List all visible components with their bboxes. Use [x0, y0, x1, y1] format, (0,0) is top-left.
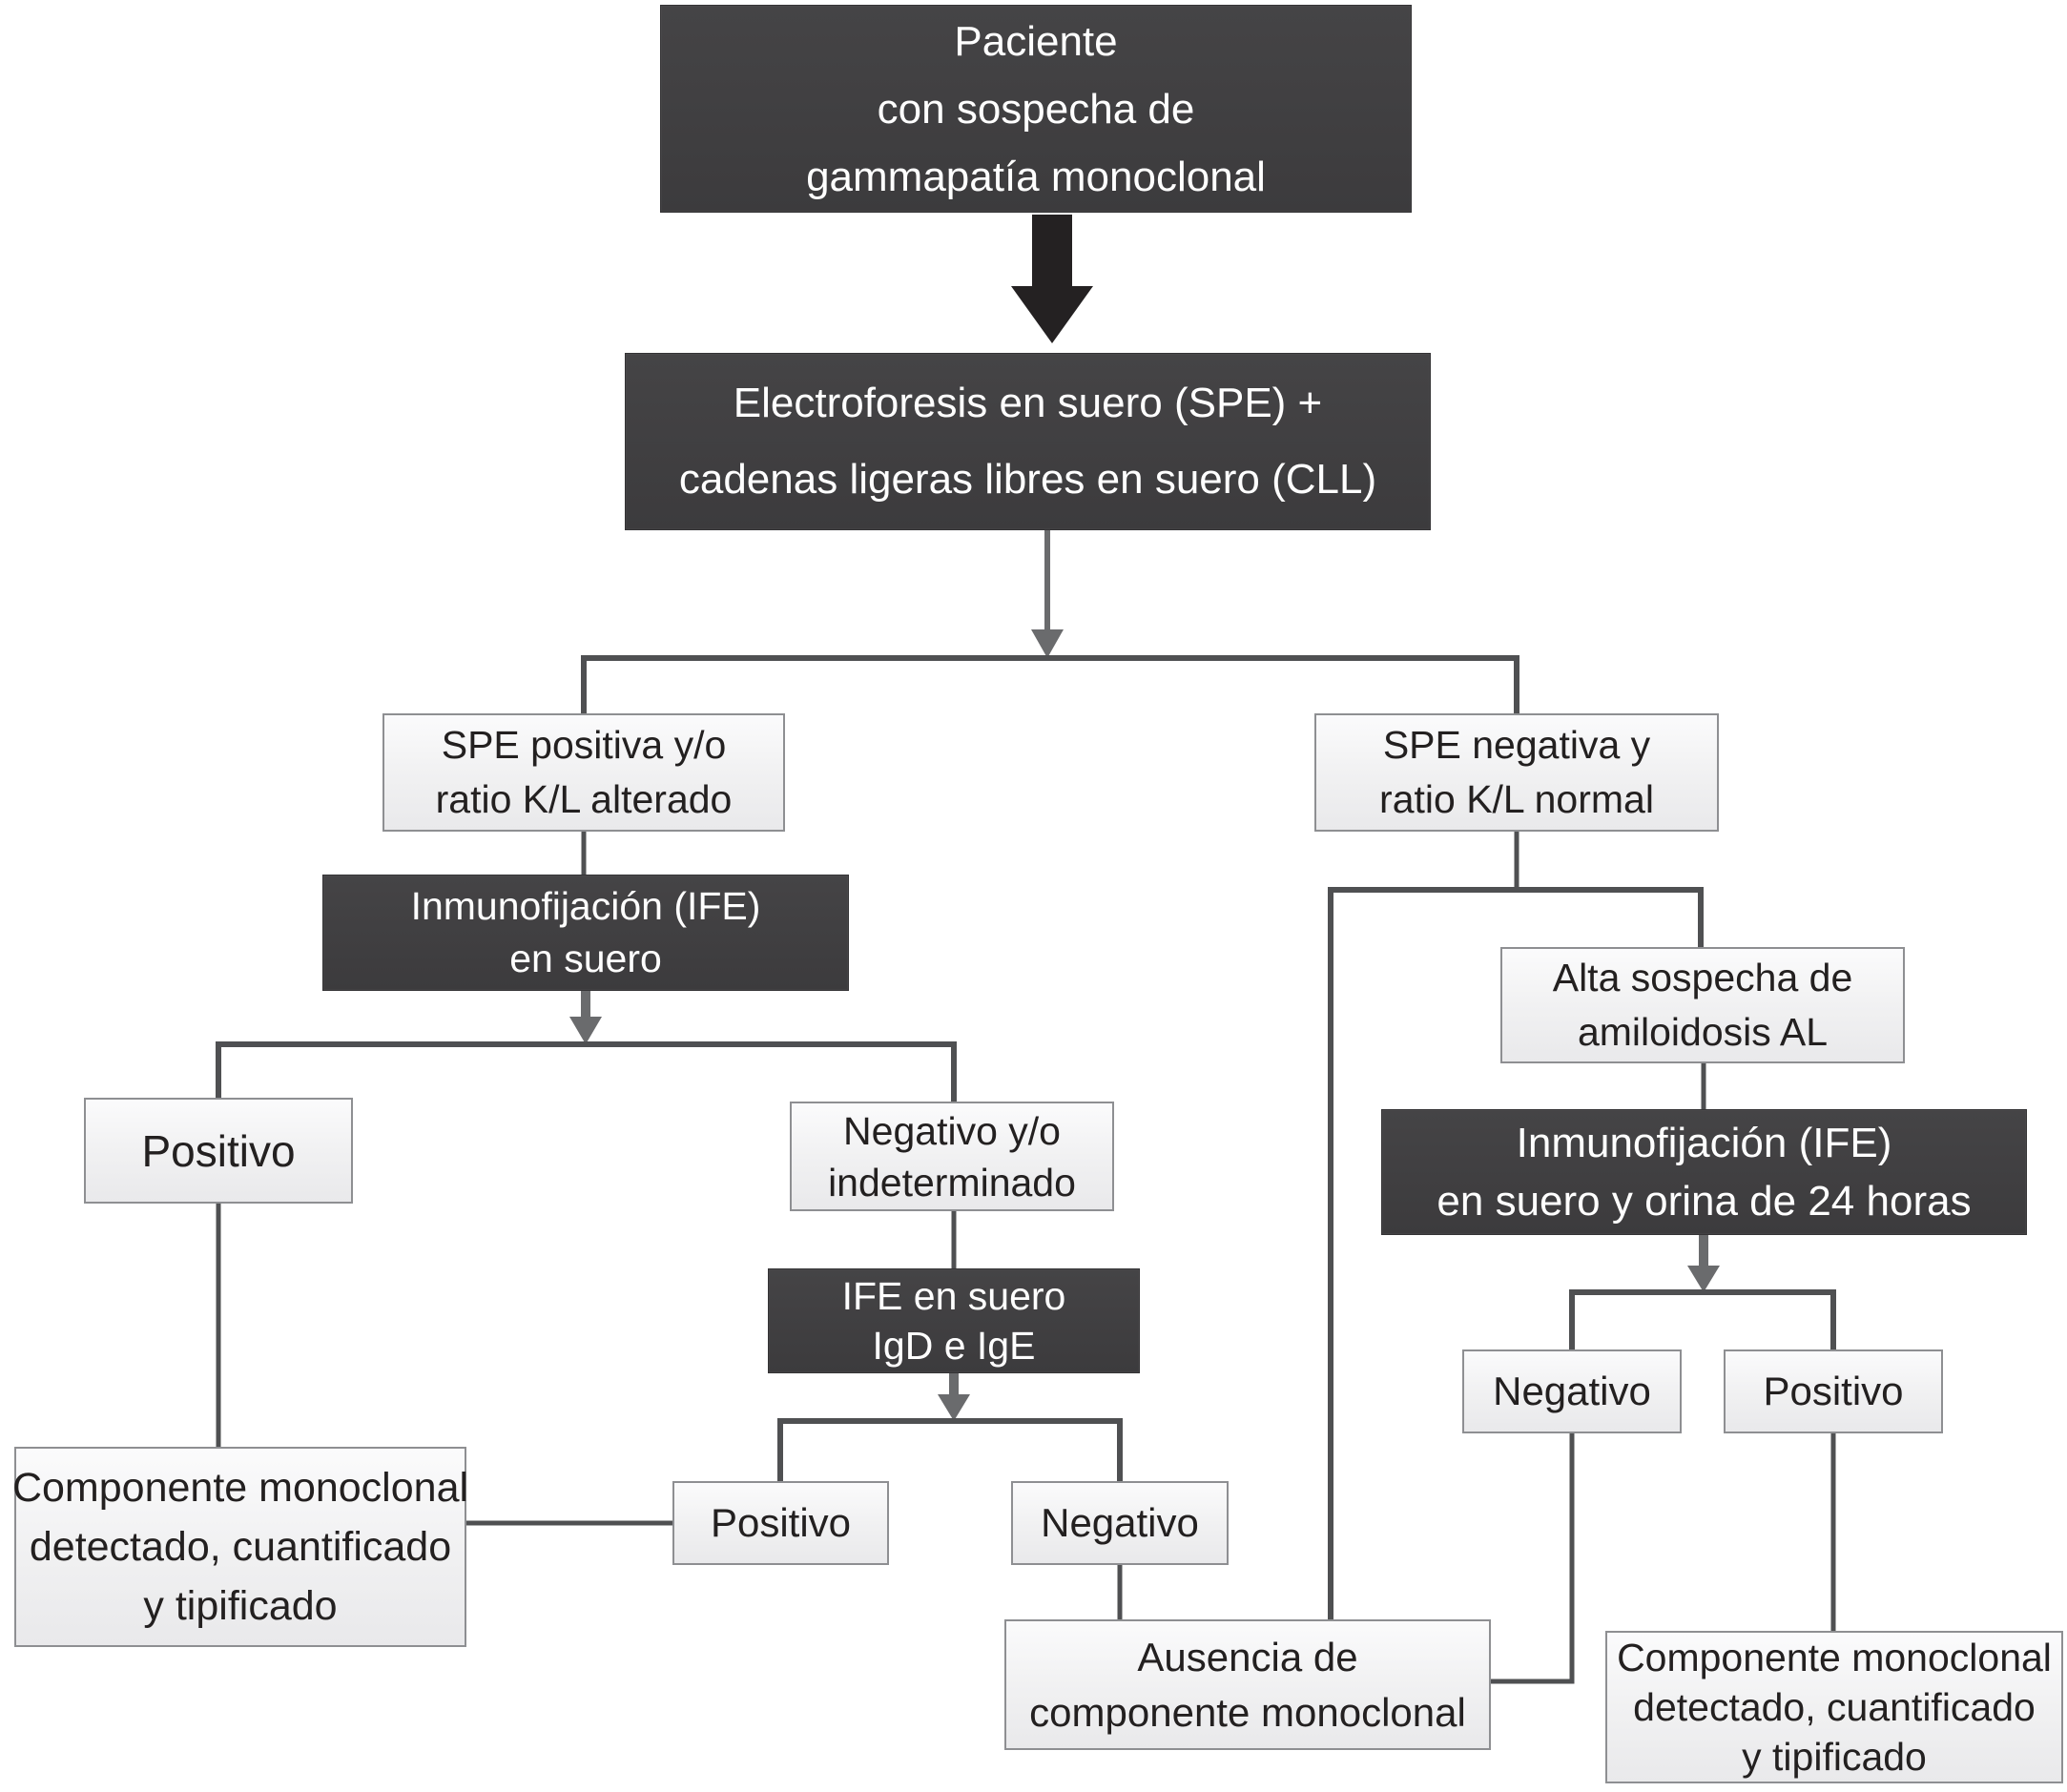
node-paciente-line2: con sospecha de — [877, 85, 1195, 133]
arrow-electro-head — [1031, 629, 1064, 658]
connector-branch-spe — [581, 655, 1519, 713]
node-ife-igd-ige-line2: IgD e IgE — [872, 1324, 1036, 1368]
connector-negativoder-ausencia — [1491, 1433, 1575, 1684]
node-alta-sospecha-line2: amiloidosis AL — [1577, 1010, 1829, 1054]
node-paciente-line3: gammapatía monoclonal — [806, 153, 1266, 200]
node-positivo-centro-line1: Positivo — [710, 1500, 852, 1545]
node-ife-igd-ige-line1: IFE en suero — [841, 1274, 1066, 1318]
connector-split-speneg — [1328, 887, 1704, 1619]
node-componente-der-line1: Componente monoclonal — [1617, 1636, 2052, 1679]
node-ausencia-line2: componente monoclonal — [1029, 1689, 1466, 1735]
node-positivo-der-line1: Positivo — [1763, 1369, 1904, 1413]
node-ife-igd-ige: IFE en suero IgD e IgE — [768, 1268, 1140, 1373]
node-ausencia-line1: Ausencia de — [1137, 1634, 1358, 1679]
node-componente-izq: Componente monoclonal detectado, cuantif… — [11, 1447, 469, 1647]
node-positivo-centro: Positivo — [672, 1481, 889, 1565]
connector-split-ifesuero — [216, 1041, 957, 1102]
node-ife-suero-orina-line2: en suero y orina de 24 horas — [1437, 1178, 1972, 1225]
node-spe-positiva: SPE positiva y/o ratio K/L alterado — [382, 713, 785, 832]
node-componente-izq-line1: Componente monoclonal — [11, 1465, 469, 1511]
node-electroforesis: Electroforesis en suero (SPE) + cadenas … — [625, 353, 1431, 530]
node-alta-sospecha: Alta sospecha de amiloidosis AL — [1500, 947, 1905, 1063]
node-spe-positiva-line1: SPE positiva y/o — [441, 723, 727, 767]
node-positivo-izq: Positivo — [84, 1098, 353, 1204]
node-spe-positiva-line2: ratio K/L alterado — [435, 777, 733, 821]
node-spe-negativa: SPE negativa y ratio K/L normal — [1314, 713, 1719, 832]
node-electroforesis-line1: Electroforesis en suero (SPE) + — [733, 380, 1323, 426]
node-componente-der: Componente monoclonal detectado, cuantif… — [1605, 1631, 2063, 1783]
node-ife-suero-line2: en suero — [509, 937, 662, 980]
node-negativo-indeterminado: Negativo y/o indeterminado — [790, 1102, 1114, 1211]
node-ife-suero: Inmunofijación (IFE) en suero — [322, 875, 849, 991]
node-componente-der-line3: y tipificado — [1742, 1735, 1927, 1779]
node-negativo-centro: Negativo — [1011, 1481, 1229, 1565]
node-negativo-indeterminado-line1: Negativo y/o — [843, 1108, 1061, 1153]
node-componente-izq-line3: y tipificado — [143, 1583, 338, 1629]
arrow-ifesuero-head — [569, 1017, 602, 1044]
node-ife-suero-orina: Inmunofijación (IFE) en suero y orina de… — [1381, 1109, 2027, 1235]
node-ife-suero-orina-line1: Inmunofijación (IFE) — [1516, 1120, 1892, 1166]
node-spe-negativa-line1: SPE negativa y — [1382, 723, 1651, 767]
node-positivo-izq-line1: Positivo — [141, 1125, 296, 1176]
node-positivo-der: Positivo — [1724, 1349, 1943, 1433]
arrow-down-black — [1011, 215, 1093, 343]
node-paciente: Paciente con sospecha de gammapatía mono… — [660, 5, 1412, 213]
connector-split-ifeorina — [1569, 1289, 1836, 1349]
node-componente-izq-line2: detectado, cuantificado — [29, 1524, 452, 1570]
node-componente-der-line2: detectado, cuantificado — [1633, 1685, 2036, 1729]
node-negativo-der: Negativo — [1462, 1349, 1682, 1433]
node-negativo-indeterminado-line2: indeterminado — [828, 1160, 1076, 1205]
node-spe-negativa-line2: ratio K/L normal — [1379, 777, 1654, 821]
node-ausencia: Ausencia de componente monoclonal — [1004, 1619, 1491, 1750]
node-electroforesis-line2: cadenas ligeras libres en suero (CLL) — [678, 456, 1377, 503]
arrow-ifeorina-head — [1687, 1266, 1720, 1292]
arrow-ifeigd-head — [938, 1394, 970, 1421]
node-negativo-der-line1: Negativo — [1493, 1369, 1651, 1413]
node-paciente-line1: Paciente — [954, 17, 1118, 65]
connector-split-ifeigd — [777, 1418, 1123, 1481]
node-ife-suero-line1: Inmunofijación (IFE) — [410, 884, 761, 928]
node-alta-sospecha-line1: Alta sospecha de — [1552, 956, 1853, 999]
node-negativo-centro-line1: Negativo — [1041, 1500, 1199, 1545]
